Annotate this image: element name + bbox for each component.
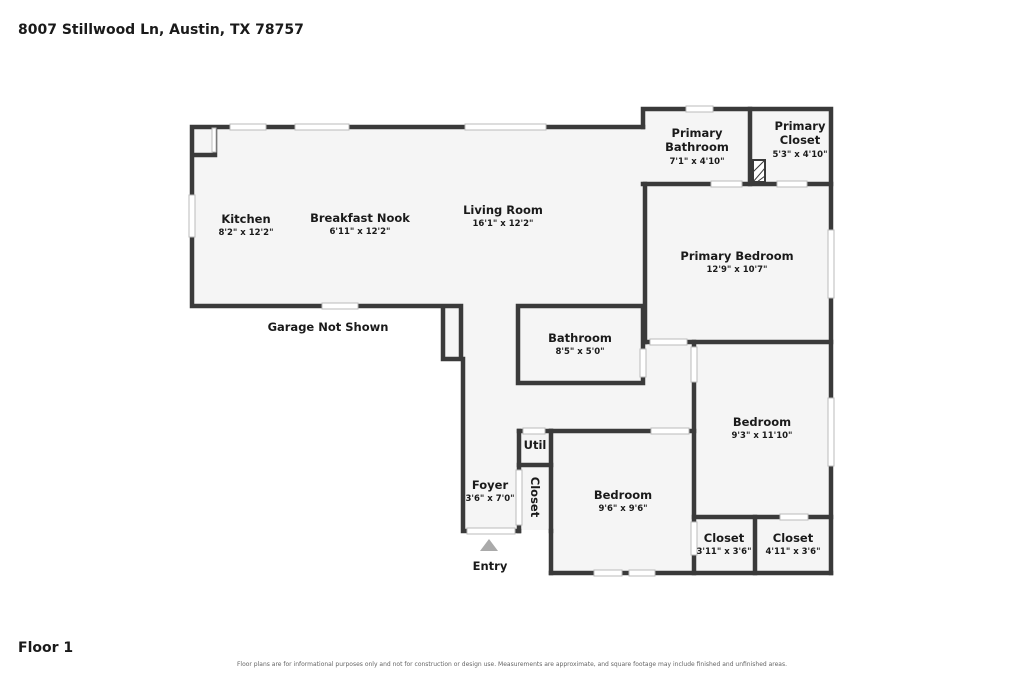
room-closet-a-dims: 3'11" x 3'6" [696, 547, 751, 557]
room-breakfast-nook-dims: 6'11" x 12'2" [330, 227, 391, 237]
room-kitchen-name: Kitchen [221, 212, 270, 226]
room-primary-bathroom-dims: 7'1" x 4'10" [669, 157, 724, 167]
entry-arrow-icon [480, 539, 498, 551]
room-bedroom-south-dims: 9'6" x 9'6" [598, 504, 647, 514]
garage-note: Garage Not Shown [268, 320, 389, 334]
room-primary-bathroom-name-2: Bathroom [665, 140, 729, 154]
room-living-room-name: Living Room [463, 203, 543, 217]
room-bathroom-name: Bathroom [548, 331, 612, 345]
room-bedroom-east-name: Bedroom [733, 415, 791, 429]
room-bathroom-dims: 8'5" x 5'0" [555, 347, 604, 357]
room-closet-a-name: Closet [704, 531, 745, 545]
chimney-hatch [752, 159, 766, 183]
disclaimer-text: Floor plans are for informational purpos… [236, 661, 788, 668]
room-util-name: Util [524, 438, 547, 452]
floor-label: Floor 1 [18, 640, 74, 656]
room-closet-b-name: Closet [773, 531, 814, 545]
room-foyer-dims: 3'6" x 7'0" [465, 494, 514, 504]
room-primary-closet-dims: 5'3" x 4'10" [772, 150, 827, 160]
room-closet-b-dims: 4'11" x 3'6" [765, 547, 820, 557]
room-kitchen-dims: 8'2" x 12'2" [218, 228, 273, 238]
openings [188, 105, 835, 577]
room-hall-closet-name: Closet [528, 477, 542, 518]
room-bedroom-south-name: Bedroom [594, 488, 652, 502]
room-primary-closet-name-1: Primary [775, 119, 826, 133]
room-primary-bedroom-dims: 12'9" x 10'7" [707, 265, 768, 275]
room-primary-bathroom-name-1: Primary [672, 126, 723, 140]
room-primary-bedroom-name: Primary Bedroom [680, 249, 793, 263]
floor-fill [193, 110, 831, 573]
room-breakfast-nook-name: Breakfast Nook [310, 211, 410, 225]
room-foyer-name: Foyer [472, 478, 509, 492]
property-address: 8007 Stillwood Ln, Austin, TX 78757 [18, 22, 304, 38]
room-living-room-dims: 16'1" x 12'2" [473, 219, 534, 229]
entry-label: Entry [473, 559, 508, 573]
room-bedroom-east-dims: 9'3" x 11'10" [732, 431, 793, 441]
room-primary-closet-name-2: Closet [780, 133, 821, 147]
